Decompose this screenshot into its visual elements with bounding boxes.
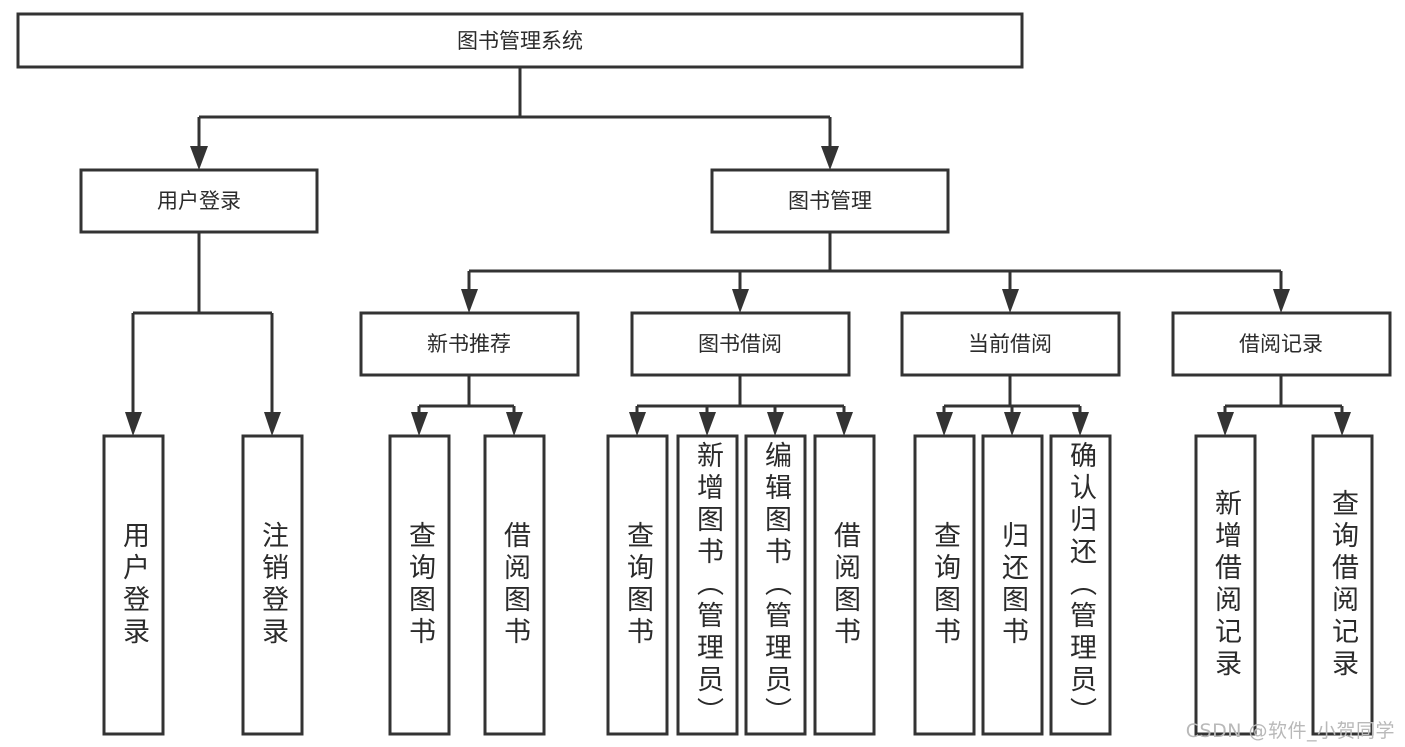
leaf-box-br-query-record[interactable] [1311, 434, 1374, 736]
arrow-head-cb-leaf3 [1072, 412, 1089, 436]
arrow-head-new-book [461, 289, 478, 313]
node-borrow-record-box[interactable] [1171, 311, 1392, 377]
leaf-boxes [102, 434, 1374, 736]
node-book-management-label: 图书管理 [788, 189, 872, 213]
node-borrow-record[interactable]: 借阅记录 [1171, 311, 1392, 377]
leaf-box-bb-borrow-book[interactable] [813, 434, 876, 736]
node-book-management[interactable]: 图书管理 [710, 168, 950, 234]
connector-group-borrow-record [1217, 375, 1351, 436]
leaf-box-bb-edit-book[interactable] [744, 434, 807, 736]
arrow-head-br-leaf2 [1334, 412, 1351, 436]
arrow-head-borrow-record [1273, 289, 1290, 313]
node-borrow-record-label: 借阅记录 [1239, 332, 1323, 356]
arrow-head-cb-leaf2 [1004, 412, 1021, 436]
arrow-head-bb-leaf3 [767, 412, 784, 436]
connector-group-book-mgmt [461, 232, 1290, 313]
connector-group-root [190, 67, 839, 170]
node-current-borrow[interactable]: 当前借阅 [900, 311, 1121, 377]
node-new-book-recommend-label: 新书推荐 [427, 332, 511, 356]
connector-group-new-book [411, 375, 523, 436]
leaf-box-nb-borrow-book[interactable] [483, 434, 546, 736]
node-root[interactable]: 图书管理系统 [16, 12, 1024, 69]
arrow-head-bb-leaf1 [629, 412, 646, 436]
leaf-box-nb-query-book[interactable] [388, 434, 451, 736]
node-root-box[interactable] [16, 12, 1024, 69]
arrow-head-cb-leaf1 [936, 412, 953, 436]
arrow-head-current-borrow [1002, 289, 1019, 313]
leaf-box-logout[interactable] [241, 434, 304, 736]
arrow-head-bb-leaf4 [836, 412, 853, 436]
leaf-box-cb-confirm-return[interactable] [1049, 434, 1112, 736]
node-new-book-recommend-box[interactable] [359, 311, 580, 377]
connector-group-user-login [125, 232, 281, 436]
leaf-box-cb-return-book[interactable] [981, 434, 1044, 736]
arrow-head-br-leaf1 [1217, 412, 1234, 436]
node-current-borrow-label: 当前借阅 [968, 332, 1052, 356]
leaf-box-cb-query-book[interactable] [913, 434, 976, 736]
arrow-head-nb-leaf1 [411, 412, 428, 436]
arrow-head-book-borrow [732, 289, 749, 313]
node-current-borrow-box[interactable] [900, 311, 1121, 377]
leaf-box-bb-add-book[interactable] [676, 434, 739, 736]
node-book-borrow-label: 图书借阅 [698, 332, 782, 356]
node-book-borrow[interactable]: 图书借阅 [630, 311, 851, 377]
node-user-login[interactable]: 用户登录 [79, 168, 319, 234]
arrow-head-leaf-logout [264, 412, 281, 436]
node-user-login-label: 用户登录 [157, 189, 241, 213]
node-root-label: 图书管理系统 [457, 29, 583, 53]
arrow-head-nb-leaf2 [506, 412, 523, 436]
arrow-head-bb-leaf2 [699, 412, 716, 436]
arrow-head-user-login [190, 146, 208, 170]
arrow-head-book-mgmt [821, 146, 839, 170]
connector-group-book-borrow [629, 375, 853, 436]
node-user-login-box[interactable] [79, 168, 319, 234]
connector-group-current-borrow [936, 375, 1089, 436]
node-new-book-recommend[interactable]: 新书推荐 [359, 311, 580, 377]
arrow-head-leaf-user-login [125, 412, 142, 436]
node-book-borrow-box[interactable] [630, 311, 851, 377]
node-book-management-box[interactable] [710, 168, 950, 234]
leaf-box-user-login[interactable] [102, 434, 165, 736]
leaf-box-br-add-record[interactable] [1194, 434, 1257, 736]
csdn-watermark: CSDN @软件_小贺同学 [1185, 720, 1395, 742]
leaf-box-bb-query-book[interactable] [606, 434, 669, 736]
